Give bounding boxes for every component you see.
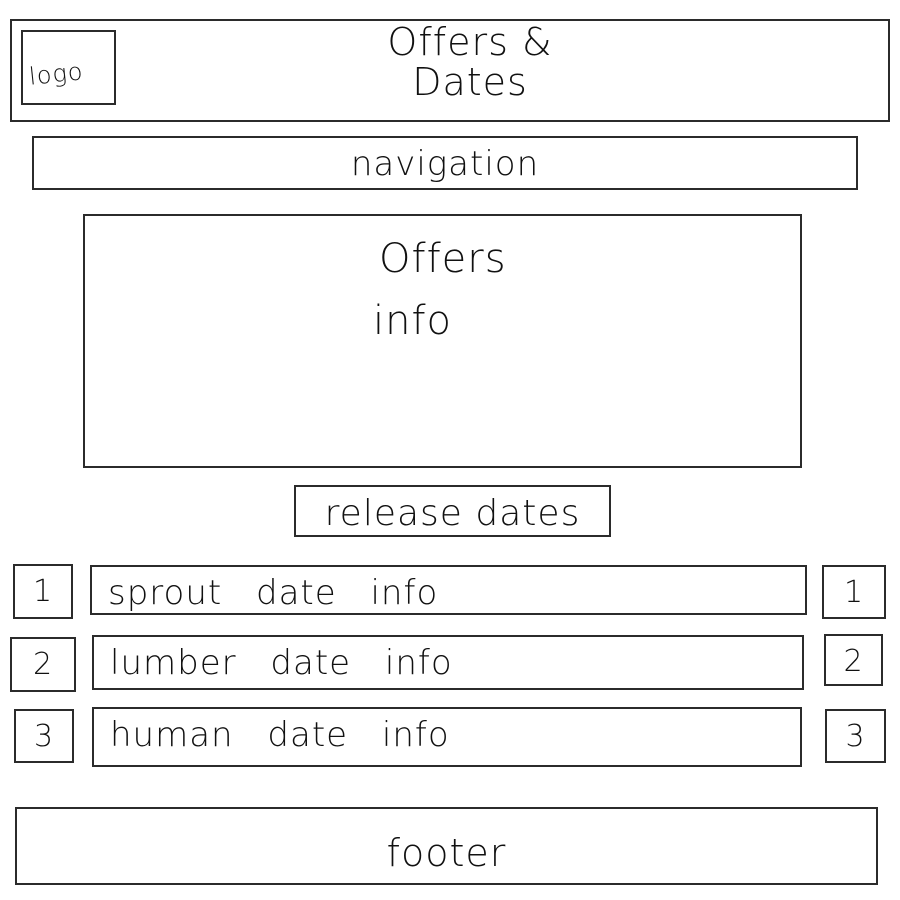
- page-title-line-2: Dates: [412, 60, 528, 104]
- row-2-right-number: 2: [843, 644, 864, 679]
- footer-label: footer: [386, 831, 507, 875]
- header: [10, 19, 890, 122]
- page-title: Offers & Dates: [360, 22, 580, 102]
- release-row-1-text: sprout date info: [108, 573, 439, 613]
- row-2-left-number-box[interactable]: 2: [10, 637, 76, 692]
- release-row-2: lumber date info: [92, 635, 804, 690]
- row-2-right-number-box[interactable]: 2: [824, 634, 883, 686]
- logo[interactable]: logo: [21, 30, 116, 105]
- release-dates-label: release dates: [324, 493, 581, 534]
- navigation-label: navigation: [350, 144, 540, 184]
- row-3-right-number: 3: [845, 719, 866, 754]
- offers-info: info: [373, 298, 453, 344]
- logo-label: logo: [27, 57, 85, 91]
- row-1-left-number: 1: [32, 574, 54, 609]
- row-3-right-number-box[interactable]: 3: [825, 709, 886, 763]
- row-1-left-number-box[interactable]: 1: [13, 564, 73, 619]
- release-row-2-text: lumber date info: [110, 643, 453, 683]
- page-title-line-1: Offers &: [387, 20, 553, 64]
- offers-section: Offers info: [83, 214, 802, 468]
- row-3-left-number: 3: [33, 719, 55, 754]
- navigation-bar[interactable]: navigation: [32, 136, 858, 190]
- footer: footer: [15, 807, 878, 885]
- release-row-3-text: human date info: [110, 715, 450, 755]
- row-2-left-number: 2: [32, 647, 54, 682]
- row-3-left-number-box[interactable]: 3: [14, 709, 74, 763]
- row-1-right-number: 1: [843, 575, 865, 610]
- row-1-right-number-box[interactable]: 1: [822, 565, 886, 619]
- release-dates-heading: release dates: [294, 485, 611, 537]
- release-row-1: sprout date info: [90, 565, 807, 615]
- release-row-3: human date info: [92, 707, 802, 767]
- offers-heading: Offers: [379, 236, 507, 282]
